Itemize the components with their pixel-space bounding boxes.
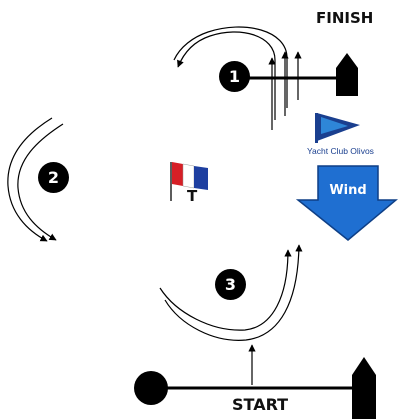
mark-1-buoy: 1	[219, 61, 250, 92]
start-boat-icon	[352, 357, 376, 419]
mark-2-rounding-path	[7, 117, 64, 242]
mark-2-buoy: 2	[38, 162, 69, 193]
wind-arrow	[295, 165, 398, 241]
finish-boat-icon	[336, 53, 358, 96]
yacht-club-logo-icon	[315, 113, 360, 143]
start-label: START	[232, 395, 289, 414]
signal-flag-letter: T	[187, 187, 198, 205]
finish-label: FINISH	[316, 9, 374, 27]
mark-1-rounding-path	[173, 26, 288, 120]
finish-line	[235, 53, 358, 96]
mark-3-rounding-path	[159, 244, 303, 341]
finish-approach-arrows	[268, 51, 302, 130]
mark-3-buoy: 3	[215, 269, 246, 300]
wind-label: Wind	[329, 183, 367, 198]
signal-flag-t-icon	[170, 162, 208, 201]
start-line	[134, 357, 376, 419]
yacht-club-name: Yacht Club Olivos	[307, 146, 374, 156]
